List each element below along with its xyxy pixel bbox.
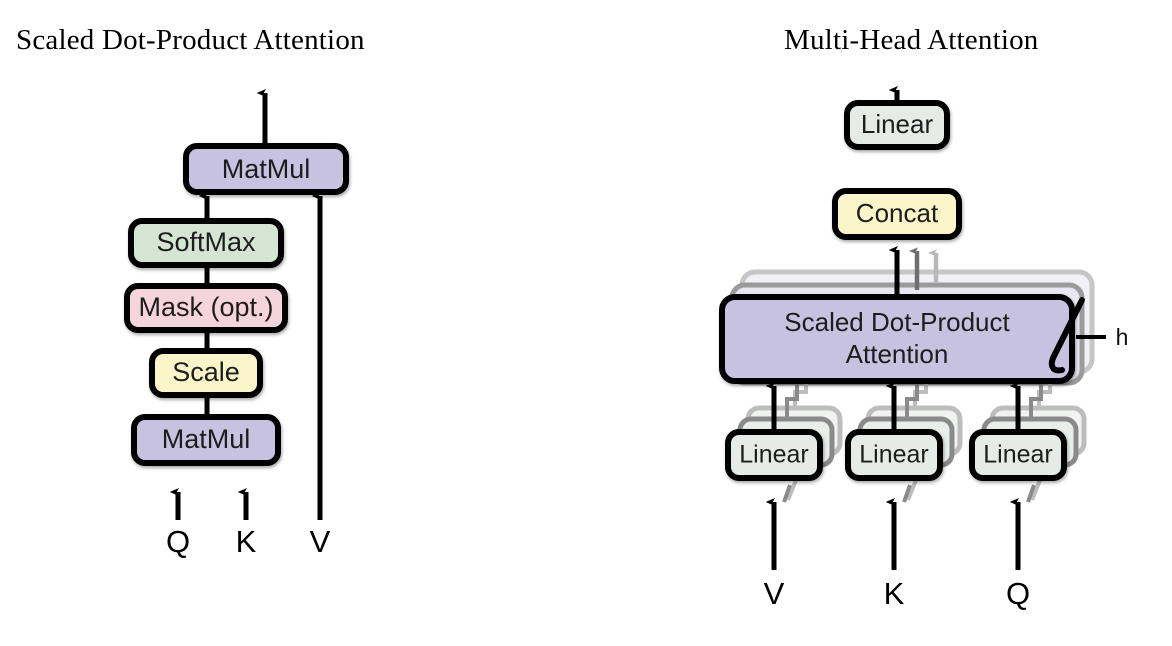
node-scale-label: Scale (172, 357, 240, 387)
node-matmul-top-label: MatMul (222, 154, 311, 184)
node-linear-v[interactable]: Linear (725, 429, 823, 481)
node-softmax-box[interactable] (128, 218, 284, 268)
node-mask-box[interactable] (124, 283, 288, 333)
node-softmax-label: SoftMax (156, 227, 256, 257)
node-matmul-bottom-label: MatMul (162, 424, 251, 454)
node-linear-top-box[interactable] (844, 100, 950, 150)
heads-count-slash (1048, 297, 1085, 374)
page-title-left: Scaled Dot-Product Attention (16, 24, 365, 56)
heads-count-annotation: h (1048, 297, 1129, 374)
input-label-k-right: K (884, 576, 905, 611)
page-title-right: Multi-Head Attention (784, 24, 1039, 56)
node-sdpa-label-line2: Attention (846, 339, 949, 369)
panel-scaled-dot-product-attention: MatMul SoftMax Mask (opt.) Scale MatMul (124, 93, 349, 559)
node-scaled-dot-product-attention[interactable]: Scaled Dot-Product Attention (719, 294, 1075, 384)
input-label-q: Q (166, 524, 190, 559)
input-label-v-right: V (764, 576, 785, 611)
input-label-v: V (310, 524, 331, 559)
node-matmul-top[interactable]: MatMul (183, 143, 349, 195)
ghost-edges-input-to-linear (782, 479, 1042, 503)
node-softmax[interactable]: SoftMax (128, 218, 284, 268)
input-label-k: K (236, 524, 257, 559)
node-scale-box[interactable] (149, 348, 263, 398)
node-concat-box[interactable] (832, 188, 962, 240)
node-matmul-bottom-box[interactable] (131, 414, 281, 466)
node-linear-v-label: Linear (739, 441, 809, 469)
node-linear-q-label: Linear (983, 441, 1053, 469)
node-concat[interactable]: Concat (832, 188, 962, 240)
node-matmul-bottom[interactable]: MatMul (131, 414, 281, 466)
node-linear-q-box[interactable] (969, 429, 1067, 481)
heads-count-label: h (1116, 324, 1129, 350)
node-linear-q[interactable]: Linear (969, 429, 1067, 481)
node-concat-label: Concat (856, 198, 939, 228)
node-linear-k[interactable]: Linear (845, 429, 943, 481)
node-matmul-top-box[interactable] (183, 143, 349, 195)
node-linear-v-box[interactable] (725, 429, 823, 481)
node-mask[interactable]: Mask (opt.) (124, 283, 288, 333)
ghost-edges-linear-to-sdpa (785, 380, 1052, 419)
input-label-q-right: Q (1006, 576, 1030, 611)
node-linear-top[interactable]: Linear (844, 100, 950, 150)
node-sdpa-label-line1: Scaled Dot-Product (784, 307, 1010, 337)
node-scale[interactable]: Scale (149, 348, 263, 398)
node-linear-k-box[interactable] (845, 429, 943, 481)
panel-multi-head-attention: Scaled Dot-Product Attention h Concat (719, 90, 1129, 611)
node-linear-k-label: Linear (859, 441, 929, 469)
node-mask-label: Mask (opt.) (138, 292, 273, 322)
node-linear-top-label: Linear (861, 109, 934, 139)
